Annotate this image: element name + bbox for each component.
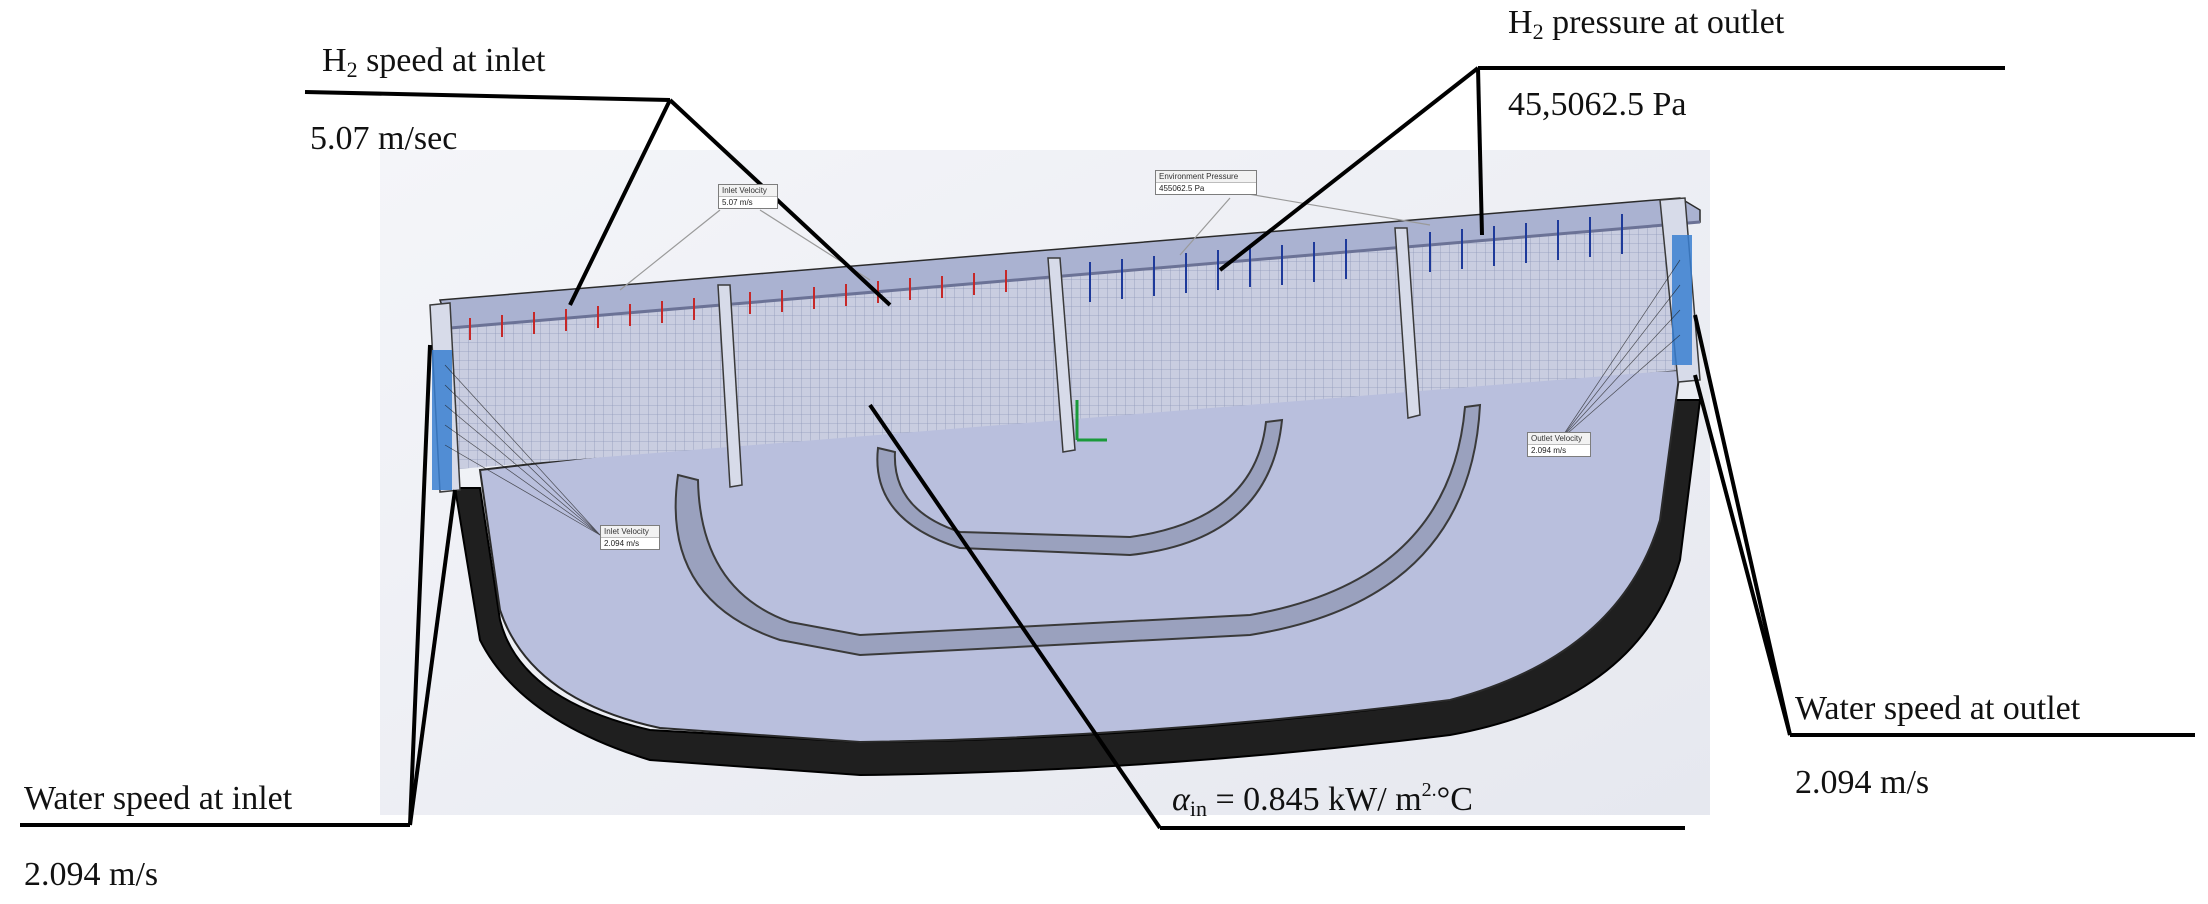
h2-subscript: 2 — [346, 57, 358, 82]
h2-outlet-title: pressure at outlet — [1552, 4, 1785, 41]
h2-outlet-pressure-value: 45,5062.5 Pa — [1508, 86, 1687, 123]
h2-outlet-arrows — [1089, 214, 1623, 302]
alpha-symbol: α — [1172, 781, 1190, 818]
h2-symbol: H — [322, 42, 347, 79]
callout-title: Inlet Velocity — [719, 185, 777, 197]
callout-value: 5.07 m/s — [722, 198, 753, 207]
alpha-superscript: 2. — [1421, 779, 1437, 801]
middle-baffle — [876, 418, 1284, 557]
callout-title: Inlet Velocity — [601, 526, 659, 538]
water-inlet-speed-label: Water speed at inlet — [24, 780, 293, 817]
h2-inlet-arrows — [469, 270, 1007, 340]
callout-outlet-velocity-water: Outlet Velocity 2.094 m/s — [1527, 432, 1591, 457]
callout-environment-pressure: Environment Pressure 455062.5 Pa — [1155, 170, 1257, 195]
axis-triad-icon — [1075, 400, 1107, 442]
leader-lines — [20, 66, 2195, 830]
h2-symbol: H — [1508, 4, 1533, 41]
water-outlet-speed-label: Water speed at outlet — [1795, 690, 2081, 727]
h2-inlet-speed-label: H2 speed at inlet — [322, 44, 545, 81]
callout-value: 2.094 m/s — [604, 539, 640, 548]
callout-value: 2.094 m/s — [1531, 446, 1567, 455]
h2-outlet-pressure-label: H2 pressure at outlet — [1508, 6, 1784, 43]
shell-body — [478, 368, 1682, 744]
callout-title: Environment Pressure — [1156, 171, 1256, 183]
alpha-unit: °C — [1436, 781, 1473, 818]
outer-baffle — [674, 403, 1482, 657]
water-inlet-speed-value: 2.094 m/s — [24, 856, 159, 893]
callout-inlet-velocity-top: Inlet Velocity 5.07 m/s — [718, 184, 778, 209]
h2-inlet-title: speed at inlet — [366, 42, 546, 79]
heat-transfer-coefficient-label: αin = 0.845 kW/ m2.°C — [1172, 780, 1473, 820]
water-inlet-port — [432, 350, 452, 490]
alpha-subscript: in — [1189, 796, 1207, 821]
h2-inlet-speed-value: 5.07 m/sec — [310, 120, 458, 157]
callout-title: Outlet Velocity — [1528, 433, 1590, 445]
callout-value: 455062.5 Pa — [1159, 184, 1205, 193]
water-outlet-speed-value: 2.094 m/s — [1795, 764, 1930, 801]
alpha-text: = 0.845 kW/ m — [1206, 781, 1422, 818]
h2-subscript: 2 — [1532, 19, 1544, 44]
water-flow-lines — [444, 259, 1681, 536]
callout-inlet-velocity-water: Inlet Velocity 2.094 m/s — [600, 525, 660, 550]
water-outlet-port — [1672, 235, 1692, 365]
